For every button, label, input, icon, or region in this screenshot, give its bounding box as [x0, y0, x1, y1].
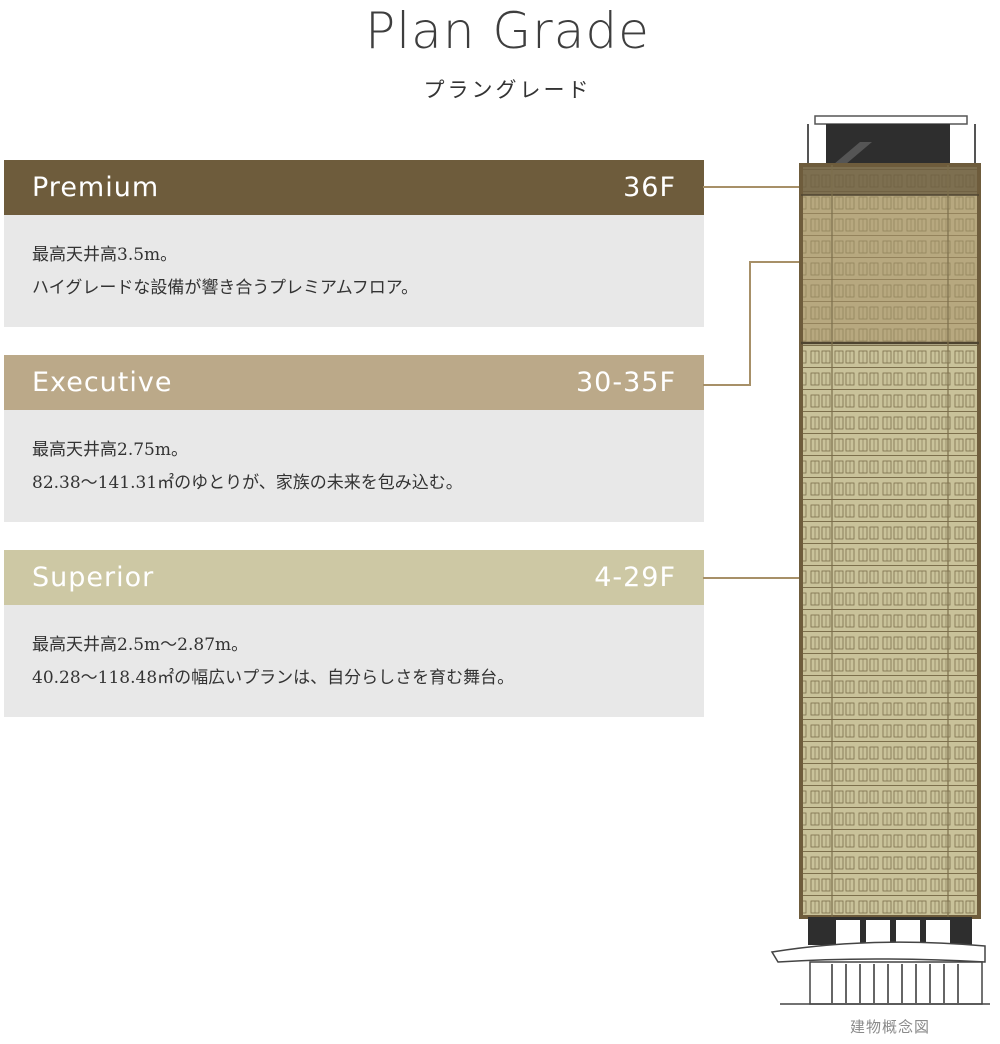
grade-premium-line2: ハイグレードな設備が響き合うプレミアムフロア。: [32, 278, 419, 298]
grade-executive-name: Executive: [32, 367, 173, 398]
connector-executive-h1: [703, 384, 751, 386]
grade-premium-header: Premium 36F: [4, 160, 704, 215]
grade-executive-floors: 30-35F: [576, 367, 676, 398]
grade-executive-line1: 最高天井高2.75m。: [32, 440, 188, 460]
building-roof: [807, 115, 976, 165]
building-base: [770, 917, 990, 1005]
grade-premium-description: 最高天井高3.5m。 ハイグレードな設備が響き合うプレミアムフロア。: [4, 215, 704, 327]
grade-premium-name: Premium: [32, 172, 160, 203]
grade-executive-header: Executive 30-35F: [4, 355, 704, 410]
grade-superior-line2: 40.28〜118.48㎡の幅広いプランは、自分らしさを育む舞台。: [32, 668, 515, 688]
grade-superior-name: Superior: [32, 562, 155, 593]
grade-executive-line2: 82.38〜141.31㎡のゆとりが、家族の未来を包み込む。: [32, 473, 463, 493]
page-subtitle: プラングレード: [423, 78, 592, 102]
grade-superior-header: Superior 4-29F: [4, 550, 704, 605]
grade-premium-floors: 36F: [623, 172, 676, 203]
grade-premium: Premium 36F 最高天井高3.5m。 ハイグレードな設備が響き合うプレミ…: [4, 160, 704, 327]
grade-superior-line1: 最高天井高2.5m〜2.87m。: [32, 635, 249, 655]
grade-executive-description: 最高天井高2.75m。 82.38〜141.31㎡のゆとりが、家族の未来を包み込…: [4, 410, 704, 522]
building-caption: 建物概念図: [850, 1018, 931, 1036]
grade-superior-floors: 4-29F: [594, 562, 676, 593]
page-title: Plan Grade: [365, 2, 650, 60]
grade-superior: Superior 4-29F 最高天井高2.5m〜2.87m。 40.28〜11…: [4, 550, 704, 717]
grade-premium-line1: 最高天井高3.5m。: [32, 245, 178, 265]
connector-executive-v: [749, 261, 751, 386]
tower-premium-floor: [801, 165, 979, 195]
grade-executive: Executive 30-35F 最高天井高2.75m。 82.38〜141.3…: [4, 355, 704, 522]
connector-superior: [703, 577, 803, 579]
grade-superior-description: 最高天井高2.5m〜2.87m。 40.28〜118.48㎡の幅広いプランは、自…: [4, 605, 704, 717]
connector-premium: [703, 186, 803, 188]
connector-executive-h2: [749, 261, 803, 263]
